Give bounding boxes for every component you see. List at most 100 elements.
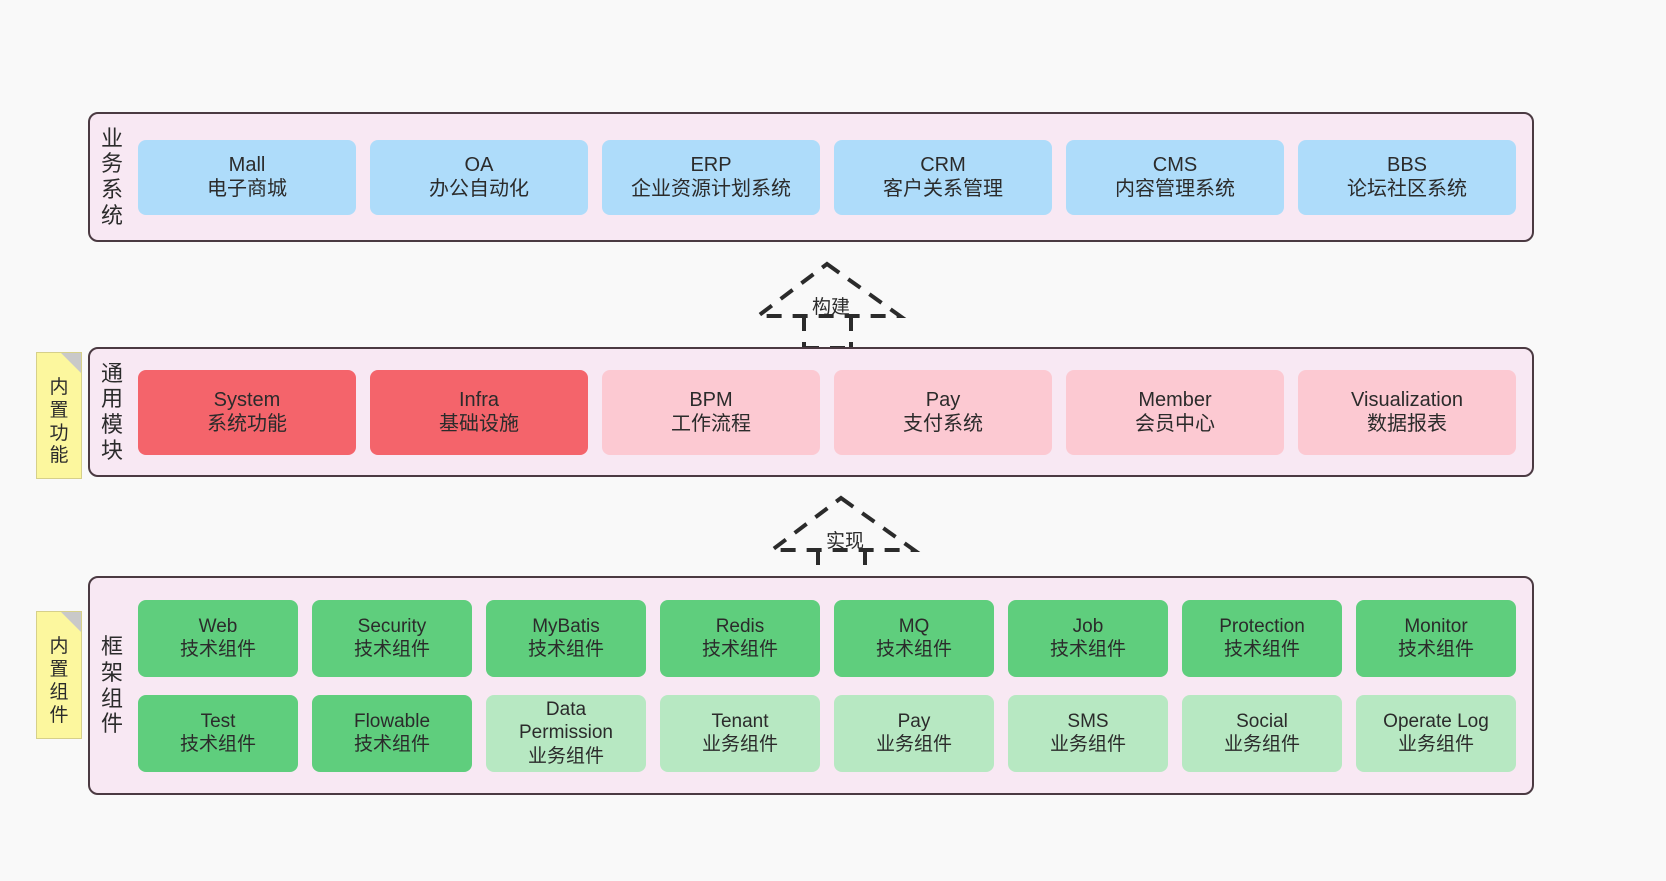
node-mybatis[interactable]: MyBatis 技术组件 xyxy=(486,599,646,677)
node-subtitle: 企业资源计划系统 xyxy=(631,178,791,200)
node-subtitle: 电子商城 xyxy=(207,178,287,200)
node-erp[interactable]: ERP 企业资源计划系统 xyxy=(602,139,820,215)
node-title: Test xyxy=(200,710,236,732)
node-subtitle: 技术组件 xyxy=(1223,639,1300,660)
note-char: 组 xyxy=(49,682,69,703)
node-mall[interactable]: Mall 电子商城 xyxy=(138,139,356,215)
node-subtitle: 业务组件 xyxy=(875,734,952,755)
node-crm[interactable]: CRM 客户关系管理 xyxy=(834,139,1052,215)
layer-label-char: 框 xyxy=(100,634,123,660)
node-subtitle: 数据报表 xyxy=(1367,413,1447,435)
layer-label-char: 用 xyxy=(100,386,123,412)
node-protection[interactable]: Protection 技术组件 xyxy=(1182,599,1342,677)
node-subtitle: 业务组件 xyxy=(527,745,604,767)
node-flowable[interactable]: Flowable 技术组件 xyxy=(312,694,472,772)
node-subtitle: 技术组件 xyxy=(527,639,604,660)
node-subtitle: 技术组件 xyxy=(353,734,430,755)
node-title: Social xyxy=(1236,710,1288,732)
node-subtitle: 办公自动化 xyxy=(429,178,529,200)
layer-label-char: 务 xyxy=(100,151,123,177)
node-subtitle: 会员中心 xyxy=(1135,413,1215,435)
layer-label-framework-components: 框 架 组 件 xyxy=(90,578,134,793)
note-char: 件 xyxy=(49,704,69,726)
layer-label-char: 模 xyxy=(100,412,123,437)
node-security[interactable]: Security 技术组件 xyxy=(312,599,472,677)
node-title: Data Permission xyxy=(519,699,613,744)
layer-framework-components[interactable]: 框 架 组 件 Web 技术组件 Security 技术组件 MyBatis 技… xyxy=(88,576,1534,795)
node-title: CMS xyxy=(1152,153,1198,176)
layer-label-common-modules: 通 用 模 块 xyxy=(90,349,134,475)
node-subtitle: 支付系统 xyxy=(903,413,983,435)
node-subtitle: 技术组件 xyxy=(179,734,256,755)
node-redis[interactable]: Redis 技术组件 xyxy=(660,599,820,677)
layer-body-business-systems: Mall 电子商城 OA 办公自动化 ERP 企业资源计划系统 CRM 客户关系… xyxy=(134,114,1532,240)
node-data-permission[interactable]: Data Permission 业务组件 xyxy=(486,694,646,772)
node-title: MQ xyxy=(898,615,930,637)
builtin-components-note[interactable]: 内 置 组 件 xyxy=(36,611,82,739)
node-title: CRM xyxy=(920,153,966,176)
node-subtitle: 技术组件 xyxy=(701,639,778,660)
note-char: 功 xyxy=(49,422,69,444)
node-job[interactable]: Job 技术组件 xyxy=(1008,599,1168,677)
layer-label-char: 架 xyxy=(100,659,123,685)
node-subtitle: 技术组件 xyxy=(1397,639,1474,660)
node-title: BBS xyxy=(1386,153,1428,176)
node-cms[interactable]: CMS 内容管理系统 xyxy=(1066,139,1284,215)
node-title: ERP xyxy=(690,153,732,176)
build-connector-label: 构建 xyxy=(812,297,851,318)
node-title: SMS xyxy=(1067,710,1109,732)
node-title: System xyxy=(213,388,281,411)
note-char: 内 xyxy=(49,376,69,398)
node-subtitle: 基础设施 xyxy=(439,413,519,435)
note-fold-corner-icon xyxy=(61,612,81,632)
layer-body-common-modules: System 系统功能 Infra 基础设施 BPM 工作流程 Pay 支付系统… xyxy=(134,349,1532,475)
layer-label-business-systems: 业 务 系 统 xyxy=(90,114,134,240)
node-subtitle: 业务组件 xyxy=(1397,734,1474,755)
node-test[interactable]: Test 技术组件 xyxy=(138,694,298,772)
node-title: Mall xyxy=(228,153,266,176)
node-operate-log[interactable]: Operate Log 业务组件 xyxy=(1356,694,1516,772)
node-row-business-components: Test 技术组件 Flowable 技术组件 Data Permission … xyxy=(138,694,1516,772)
node-title: Member xyxy=(1138,388,1212,411)
node-pay-component[interactable]: Pay 业务组件 xyxy=(834,694,994,772)
layer-label-char: 通 xyxy=(100,360,123,386)
node-mq[interactable]: MQ 技术组件 xyxy=(834,599,994,677)
builtin-features-note[interactable]: 内 置 功 能 xyxy=(36,352,82,479)
node-subtitle: 内容管理系统 xyxy=(1115,178,1235,200)
node-social[interactable]: Social 业务组件 xyxy=(1182,694,1342,772)
node-web[interactable]: Web 技术组件 xyxy=(138,599,298,677)
node-infra[interactable]: Infra 基础设施 xyxy=(370,369,588,455)
node-oa[interactable]: OA 办公自动化 xyxy=(370,139,588,215)
node-pay-module[interactable]: Pay 支付系统 xyxy=(834,369,1052,455)
note-char: 内 xyxy=(49,636,69,658)
node-tenant[interactable]: Tenant 业务组件 xyxy=(660,694,820,772)
node-subtitle: 技术组件 xyxy=(1049,639,1126,660)
node-visualization[interactable]: Visualization 数据报表 xyxy=(1298,369,1516,455)
node-title: Tenant xyxy=(711,710,769,732)
node-subtitle: 技术组件 xyxy=(353,639,430,660)
node-system[interactable]: System 系统功能 xyxy=(138,369,356,455)
node-monitor[interactable]: Monitor 技术组件 xyxy=(1356,599,1516,677)
layer-label-char: 系 xyxy=(100,177,123,202)
node-title: Infra xyxy=(458,388,500,411)
layer-body-framework-components: Web 技术组件 Security 技术组件 MyBatis 技术组件 Redi… xyxy=(134,578,1532,793)
node-title: Flowable xyxy=(353,710,431,732)
node-title: Job xyxy=(1072,615,1104,637)
node-title: Web xyxy=(198,615,238,637)
node-row: Mall 电子商城 OA 办公自动化 ERP 企业资源计划系统 CRM 客户关系… xyxy=(138,139,1516,215)
node-member[interactable]: Member 会员中心 xyxy=(1066,369,1284,455)
node-bpm[interactable]: BPM 工作流程 xyxy=(602,369,820,455)
node-sms[interactable]: SMS 业务组件 xyxy=(1008,694,1168,772)
node-subtitle: 业务组件 xyxy=(1049,734,1126,755)
note-char: 能 xyxy=(49,445,69,467)
note-fold-corner-icon xyxy=(61,353,81,373)
note-char: 置 xyxy=(49,399,69,421)
layer-common-modules[interactable]: 通 用 模 块 System 系统功能 Infra 基础设施 BPM 工作流程 xyxy=(88,347,1534,477)
layer-business-systems[interactable]: 业 务 系 统 Mall 电子商城 OA 办公自动化 ERP 企业资源计划系统 xyxy=(88,112,1534,242)
node-bbs[interactable]: BBS 论坛社区系统 xyxy=(1298,139,1516,215)
node-title: Monitor xyxy=(1404,615,1468,637)
layer-label-char: 业 xyxy=(100,125,123,151)
node-title: Redis xyxy=(715,615,765,637)
node-subtitle: 技术组件 xyxy=(179,639,256,660)
implement-connector-label: 实现 xyxy=(826,531,865,552)
